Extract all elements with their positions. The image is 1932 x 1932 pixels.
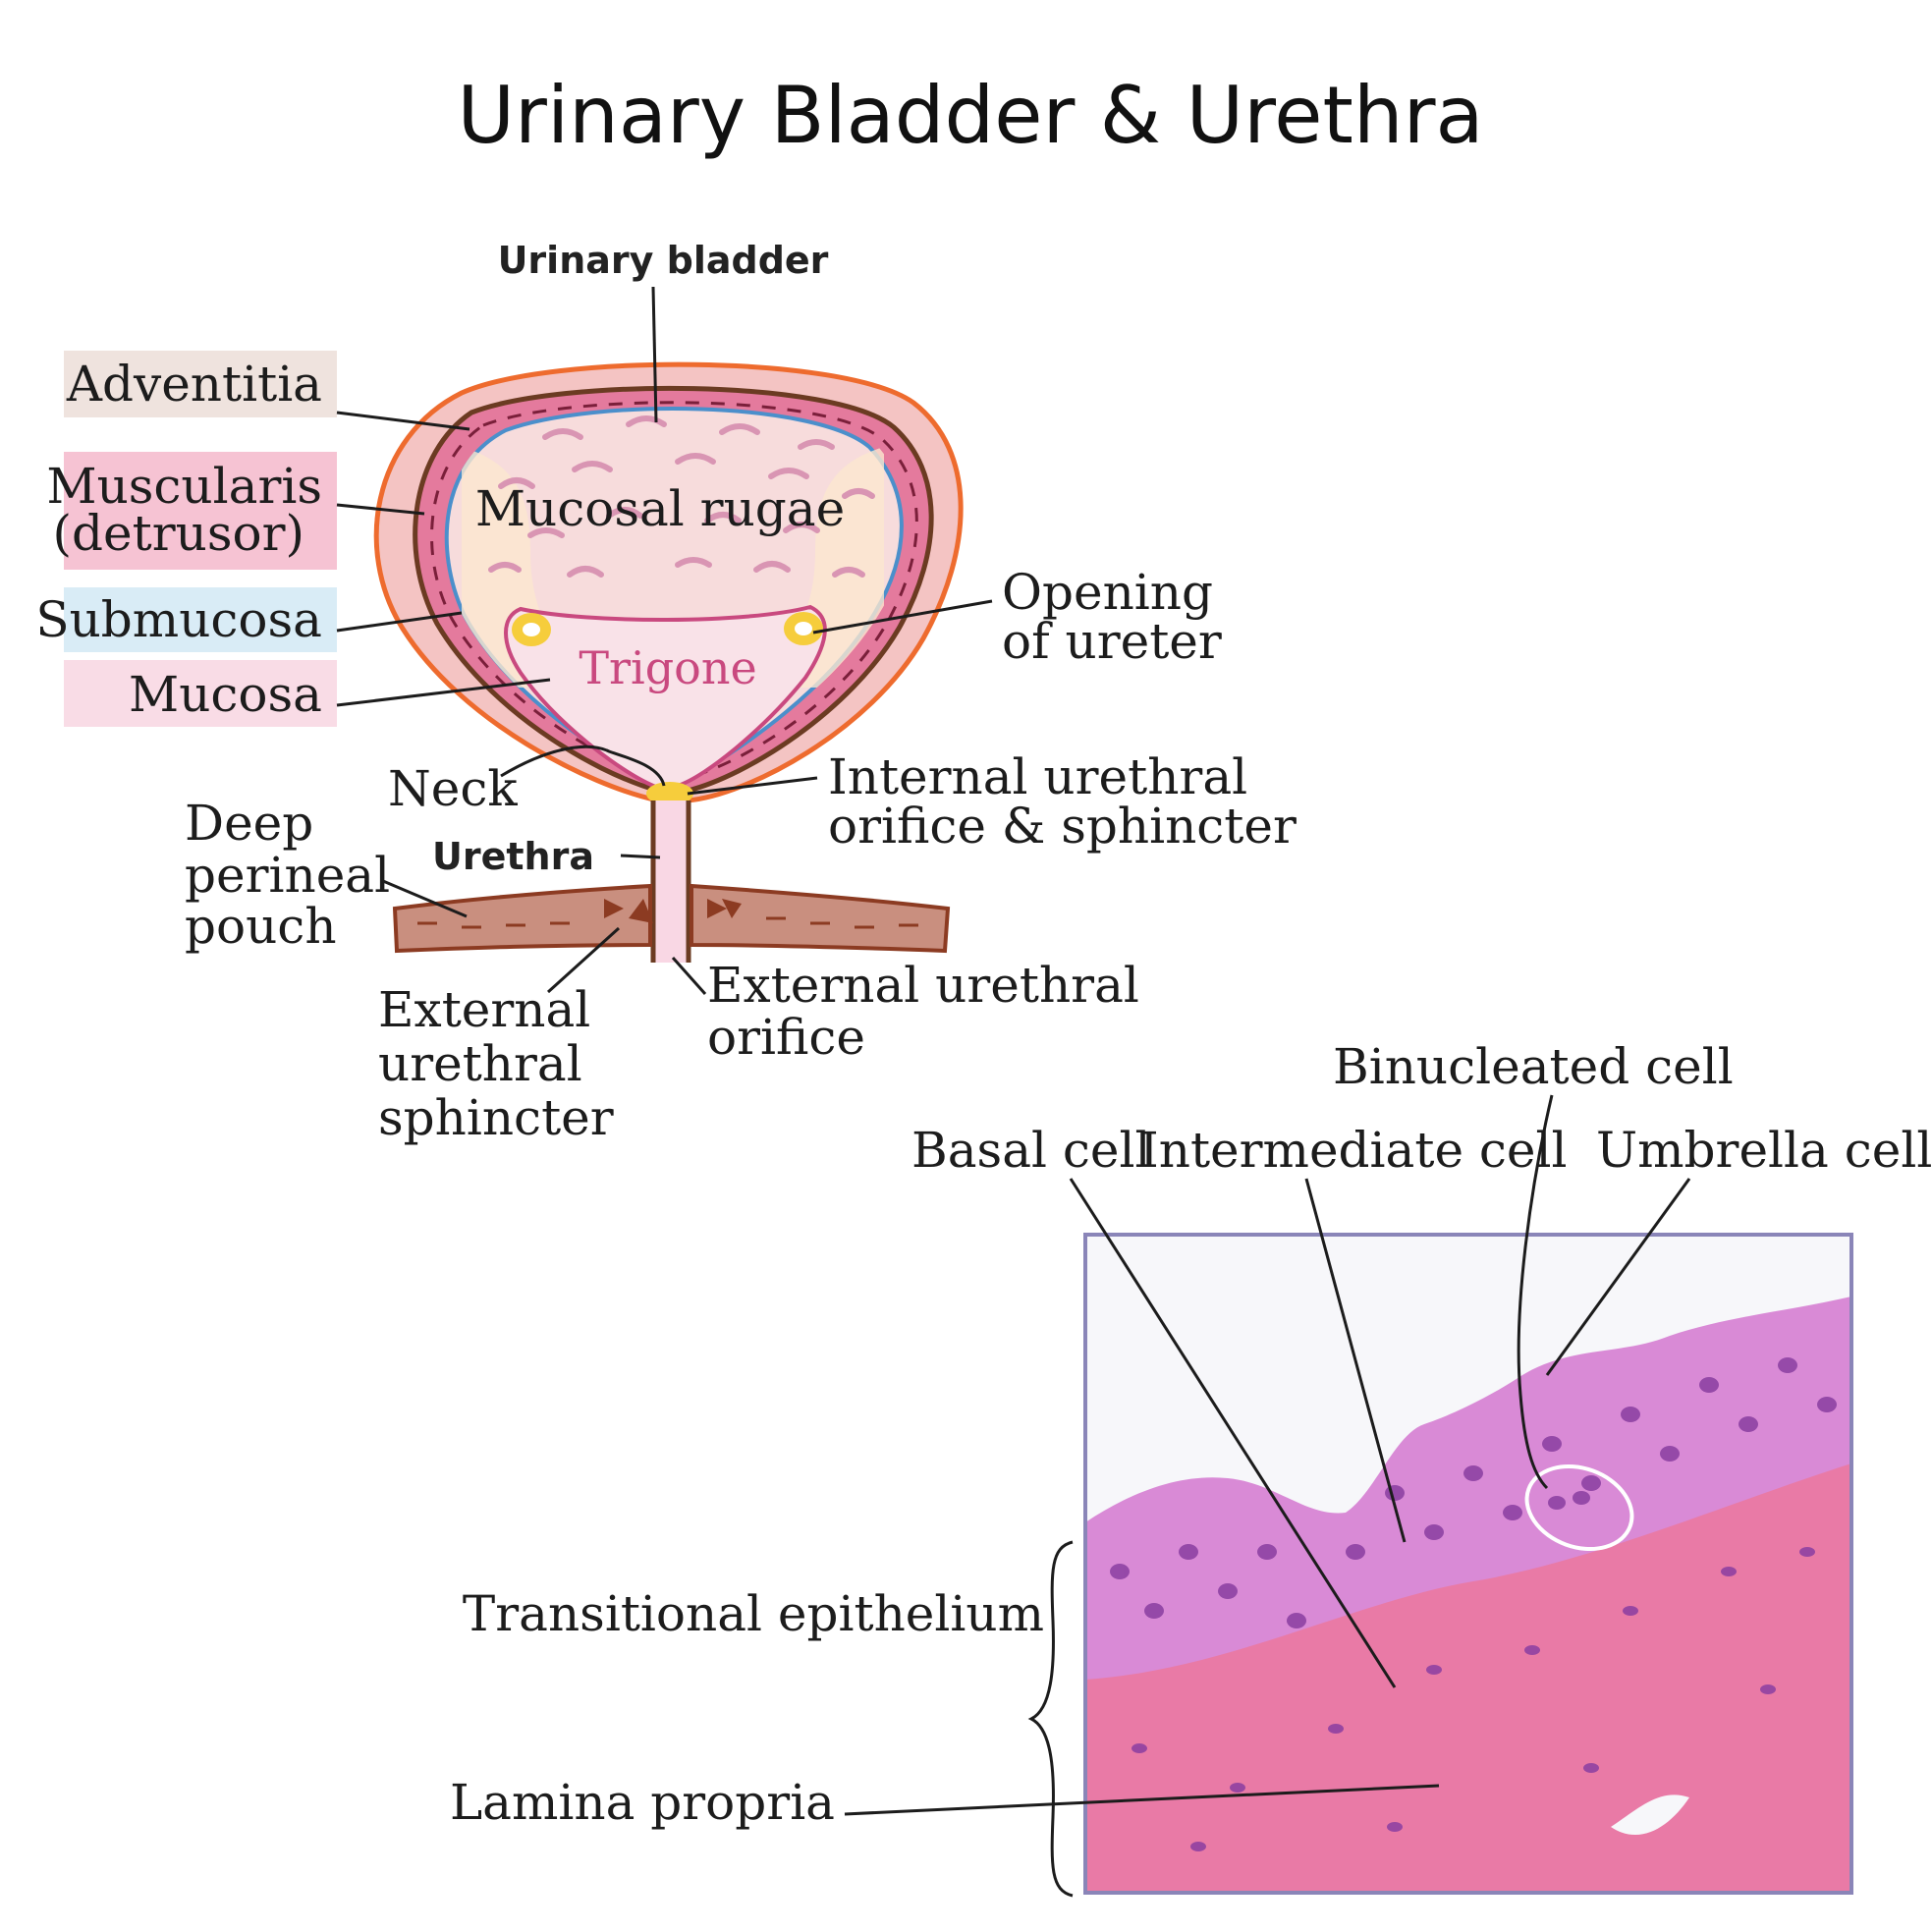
submucosa-box	[64, 587, 337, 652]
lamina-propria-tissue	[1085, 1454, 1851, 1893]
adventitia-box	[64, 351, 337, 417]
urinary-bladder-header: Urinary bladder	[498, 239, 829, 282]
external-sphincter-label-3: sphincter	[378, 1089, 614, 1146]
tissue-gap	[1611, 1794, 1689, 1836]
external-sphincter-label-1: External	[378, 981, 590, 1038]
basal-cell-label: Basal cell	[911, 1122, 1150, 1179]
muscle-fiber-dashes	[430, 401, 918, 782]
deep-perineal-pouch-band-right	[690, 883, 951, 954]
urinary-bladder-leader	[651, 286, 658, 423]
external-orifice-leader	[671, 957, 707, 995]
urethra-leader	[620, 854, 661, 859]
mucosa-label: Mucosa	[129, 666, 322, 723]
epithelium-brace	[1027, 1540, 1074, 1898]
deep-perineal-pouch-band	[392, 883, 652, 954]
binucleated-cell-marker	[1524, 1463, 1634, 1552]
deep-pouch-label-3: pouch	[185, 898, 337, 955]
external-orifice-label-1: External urethral	[707, 957, 1139, 1014]
lamina-propria-leader	[844, 1784, 1440, 1816]
transitional-epithelium-label: Transitional epithelium	[463, 1585, 1044, 1642]
trigone-region	[504, 604, 827, 791]
external-sphincter-label-2: urethral	[378, 1035, 582, 1092]
muscularis-label: Muscularis	[46, 458, 322, 515]
left-ureter-lumen	[523, 623, 540, 636]
muscularis-sublabel: (detrusor)	[53, 505, 304, 562]
external-sphincter-fibers	[604, 899, 742, 923]
histology-frame	[1083, 1233, 1853, 1895]
external-orifice-label-2: orifice	[707, 1009, 865, 1066]
adventitia-label: Adventitia	[66, 356, 322, 413]
ureter-opening-leader	[812, 599, 993, 635]
umbrella-cell-leader	[1545, 1178, 1691, 1376]
external-sphincter-leader	[546, 926, 621, 994]
muscularis-leader	[336, 503, 425, 516]
umbrella-cell-label: Umbrella cell	[1596, 1122, 1932, 1179]
pouch-fiber-dashes	[417, 916, 918, 929]
mucosa-box	[64, 660, 337, 727]
mucosa-leader	[336, 678, 551, 707]
binucleated-cell-label: Binucleated cell	[1333, 1038, 1734, 1095]
deep-pouch-label-2: perineal	[185, 847, 390, 904]
histology-micrograph	[1083, 1233, 1853, 1895]
page-title: Urinary Bladder & Urethra	[458, 70, 1484, 161]
adventitia-leader	[336, 411, 470, 431]
neck-label: Neck	[388, 760, 518, 817]
internal-orifice-label-1: Internal urethral	[828, 748, 1247, 805]
lamina-propria-label: Lamina propria	[450, 1774, 835, 1831]
internal-orifice-leader	[687, 776, 818, 796]
transitional-epithelium-tissue	[1085, 1297, 1851, 1680]
trigone-label: Trigone	[579, 641, 756, 694]
urethra-tube	[653, 800, 689, 963]
ureter-opening-label-2: of ureter	[1002, 613, 1222, 670]
submucosa-label: Submucosa	[35, 591, 322, 648]
internal-orifice-label-2: orifice & sphincter	[828, 798, 1297, 855]
binucleated-cell-leader	[1517, 1094, 1554, 1490]
cell-nuclei	[1110, 1357, 1837, 1851]
intermediate-cell-label: Intermediate cell	[1139, 1122, 1568, 1179]
ureter-opening-label-1: Opening	[1002, 564, 1213, 621]
muscularis-box	[64, 452, 337, 570]
intermediate-cell-leader	[1304, 1178, 1407, 1543]
basal-cell-leader	[1069, 1178, 1397, 1688]
bladder-diagram	[373, 361, 964, 963]
internal-sphincter	[646, 782, 693, 805]
deep-pouch-label-1: Deep	[185, 795, 313, 852]
neck-leader	[500, 745, 666, 787]
submucosa-leader	[336, 611, 463, 633]
deep-pouch-leader	[382, 879, 468, 918]
urethra-label: Urethra	[432, 835, 594, 878]
right-ureter-lumen	[795, 622, 812, 635]
mucosal-rugae-label: Mucosal rugae	[475, 480, 845, 537]
